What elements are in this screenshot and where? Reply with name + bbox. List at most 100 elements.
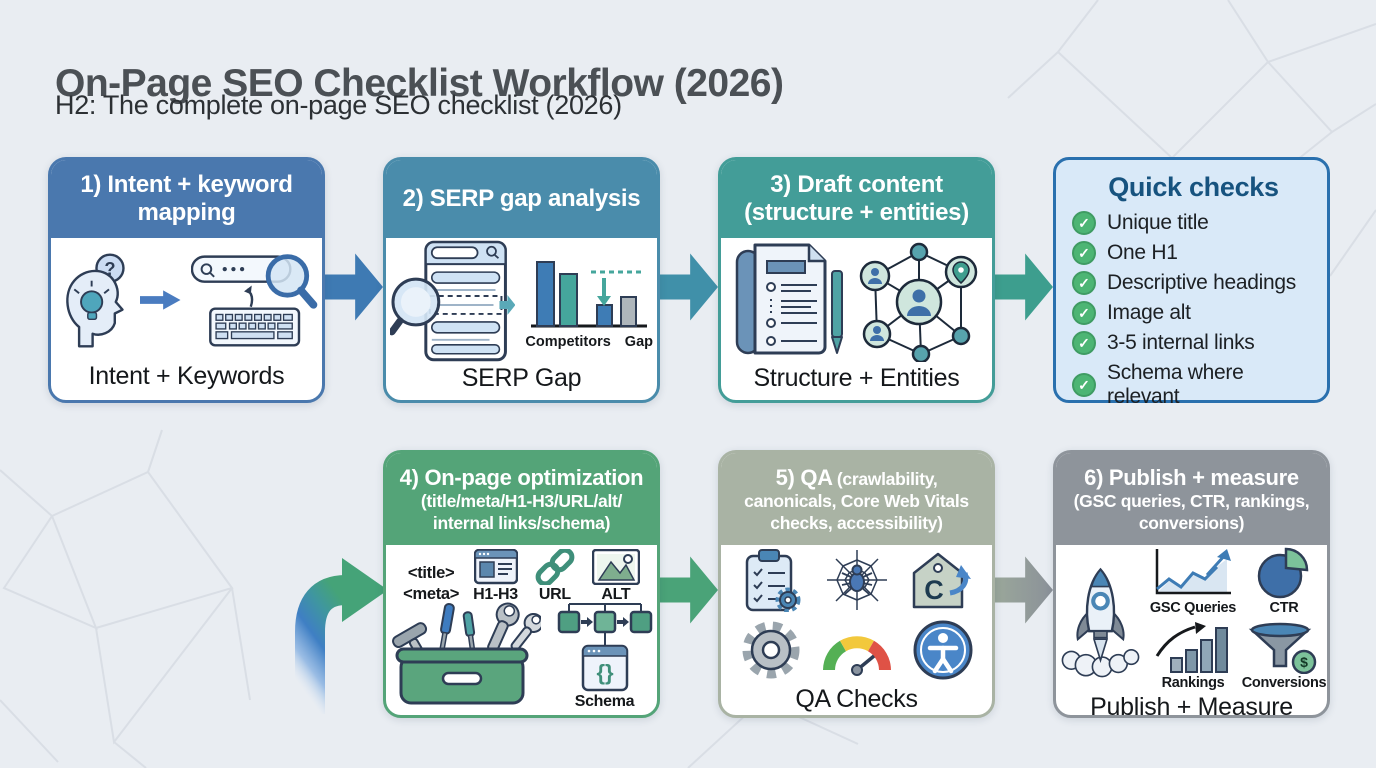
gear-icon — [742, 621, 799, 679]
step-3-header-line-1: 3) Draft content — [770, 170, 943, 198]
meta-tag-label: <meta> — [403, 584, 460, 603]
metrics-grid: GSC Queries CTR Rankings — [1145, 547, 1327, 691]
canonical-c-glyph: C — [924, 575, 944, 605]
step-1-header: 1) Intent + keyword mapping — [51, 160, 322, 238]
rankings-bars-icon — [1155, 622, 1228, 673]
title-meta-tags-label: <title> <meta> — [403, 563, 459, 604]
quick-check-label: Descriptive headings — [1107, 271, 1296, 294]
quick-check-label: Image alt — [1107, 301, 1191, 324]
gsc-queries-chart-icon — [1155, 549, 1231, 595]
rankings-label: Rankings — [1161, 675, 1225, 691]
step-2-serp-gap-analysis-box: 2) SERP gap analysis — [383, 157, 660, 403]
quick-check-item: ✓ Schema where relevant — [1072, 361, 1315, 409]
step-1-header-line-1: 1) Intent + keyword — [80, 170, 293, 198]
schema-label: Schema — [574, 693, 635, 711]
step-5-header-line-3: checks, accessibility) — [770, 512, 943, 533]
step-1-caption: Intent + Keywords — [88, 362, 285, 390]
check-icon: ✓ — [1072, 373, 1096, 397]
conversions-item: $ Conversions — [1242, 622, 1327, 691]
step-3-header-line-2: (structure + entities) — [744, 199, 969, 226]
ctr-label: CTR — [1269, 600, 1299, 616]
step-4-tools-row: {} Schema — [386, 600, 657, 711]
conversions-label: Conversions — [1241, 675, 1327, 691]
quick-check-item: ✓ One H1 — [1072, 241, 1315, 265]
step-2-caption: SERP Gap — [461, 364, 582, 392]
rocket-launch-icon — [1061, 567, 1140, 678]
step-6-header-line-3: conversions) — [1138, 512, 1245, 533]
competitor-gap-bar-chart: Competitors Gap — [525, 252, 653, 350]
quick-check-item: ✓ Descriptive headings — [1072, 271, 1315, 295]
step-1-content: ? — [51, 238, 322, 362]
thinking-head-lightbulb-icon: ? — [66, 253, 125, 348]
row-transition-curved-arrow — [295, 558, 388, 714]
conversions-funnel-icon: $ — [1248, 622, 1317, 674]
canonical-tag-icon: C — [912, 552, 971, 609]
step-4-header-line-1: 4) On-page optimization — [399, 464, 644, 490]
step-3-caption: Structure + Entities — [753, 364, 960, 392]
quick-check-label: 3-5 internal links — [1107, 331, 1255, 354]
step-5-qa-box: 5) QA (crawlability, canonicals, Core We… — [718, 450, 995, 718]
quick-check-item: ✓Image alt — [1072, 301, 1315, 325]
headings-item: H1-H3 — [473, 549, 518, 604]
document-pen-icon — [735, 243, 843, 355]
step-6-caption: Publish + Measure — [1090, 693, 1293, 718]
step-2-content: Competitors Gap — [386, 238, 657, 364]
toolbox-icon — [391, 602, 541, 705]
quick-check-label: Unique title — [1107, 211, 1209, 234]
title-tag-label: <title> — [407, 564, 455, 582]
browser-headings-icon — [473, 549, 518, 585]
quick-check-label: Schema where relevant — [1107, 361, 1244, 408]
step-4-header: 4) On-page optimization (title/meta/H1-H… — [386, 453, 657, 545]
entity-graph-icon — [859, 242, 977, 362]
step-4-header-line-3: internal links/schema) — [432, 512, 611, 533]
step-4-caption: Optimization Tools — [386, 713, 657, 715]
step-5-header-line-2: canonicals, Core Web Vitals — [744, 490, 969, 511]
checklist-clipboard-gear-icon — [745, 549, 800, 612]
step-1-header-line-2: mapping — [137, 199, 236, 226]
flow-arrow-icon — [140, 290, 181, 310]
quick-check-item: ✓Unique title — [1072, 211, 1315, 235]
step-4-header-line-2: (title/meta/H1-H3/URL/alt/ — [420, 490, 623, 511]
step-6-header: 6) Publish + measure (GSC queries, CTR, … — [1056, 453, 1327, 545]
check-icon: ✓ — [1072, 331, 1096, 355]
alt-label: ALT — [601, 586, 631, 603]
rankings-item: Rankings — [1153, 622, 1233, 691]
check-icon: ✓ — [1072, 271, 1096, 295]
step-6-header-line-1: 6) Publish + measure — [1084, 464, 1299, 490]
quick-checks-title: Quick checks — [1108, 172, 1279, 202]
ctr-item: CTR — [1256, 547, 1312, 616]
schema-item: {} Schema — [549, 594, 658, 711]
quick-check-label: One H1 — [1107, 241, 1178, 264]
check-icon: ✓ — [1072, 241, 1096, 265]
schema-flow-icon: {} — [557, 603, 652, 692]
serp-magnifier-icon — [390, 240, 516, 362]
search-bar-keyboard-icon — [190, 254, 318, 347]
step-5-header-line-1: 5) QA (crawlability, — [721, 464, 992, 491]
step-5-content: C — [721, 545, 992, 685]
gap-label: Gap — [624, 334, 653, 350]
headings-label: H1-H3 — [473, 586, 518, 603]
step-6-content: GSC Queries CTR Rankings — [1056, 545, 1327, 693]
step-1-intent-keyword-mapping-box: 1) Intent + keyword mapping ? — [48, 157, 325, 403]
step-5-header: 5) QA (crawlability, canonicals, Core We… — [721, 453, 992, 545]
ctr-pie-chart-icon — [1257, 547, 1309, 599]
step-6-publish-measure-box: 6) Publish + measure (GSC queries, CTR, … — [1053, 450, 1330, 718]
quick-checks-list: ✓Unique title ✓One H1 ✓Descriptive headi… — [1072, 211, 1315, 409]
step-2-header-line-1: 2) SERP gap analysis — [402, 184, 641, 212]
competitors-label: Competitors — [525, 334, 611, 350]
step-5-caption: QA Checks — [795, 685, 918, 713]
dollar-glyph: $ — [1300, 654, 1308, 670]
gsc-queries-label: GSC Queries — [1149, 600, 1237, 616]
step-5-header-number: 5) QA — [775, 464, 833, 490]
step-3-content — [721, 238, 992, 364]
mini-chart-labels: Competitors Gap — [525, 334, 653, 350]
core-web-vitals-gauge-icon — [822, 636, 891, 676]
step-3-header: 3) Draft content (structure + entities) — [721, 160, 992, 238]
page-title: On-Page SEO Checklist Workflow (2026) — [55, 62, 784, 106]
link-chain-icon — [535, 549, 575, 585]
step-6-header-line-2: (GSC queries, CTR, rankings, — [1073, 490, 1310, 511]
question-mark-glyph: ? — [104, 258, 115, 279]
alt-item: ALT — [591, 549, 640, 604]
step-2-header: 2) SERP gap analysis — [386, 160, 657, 238]
page-subtitle: H2: The complete on-page SEO checklist (… — [55, 90, 622, 120]
